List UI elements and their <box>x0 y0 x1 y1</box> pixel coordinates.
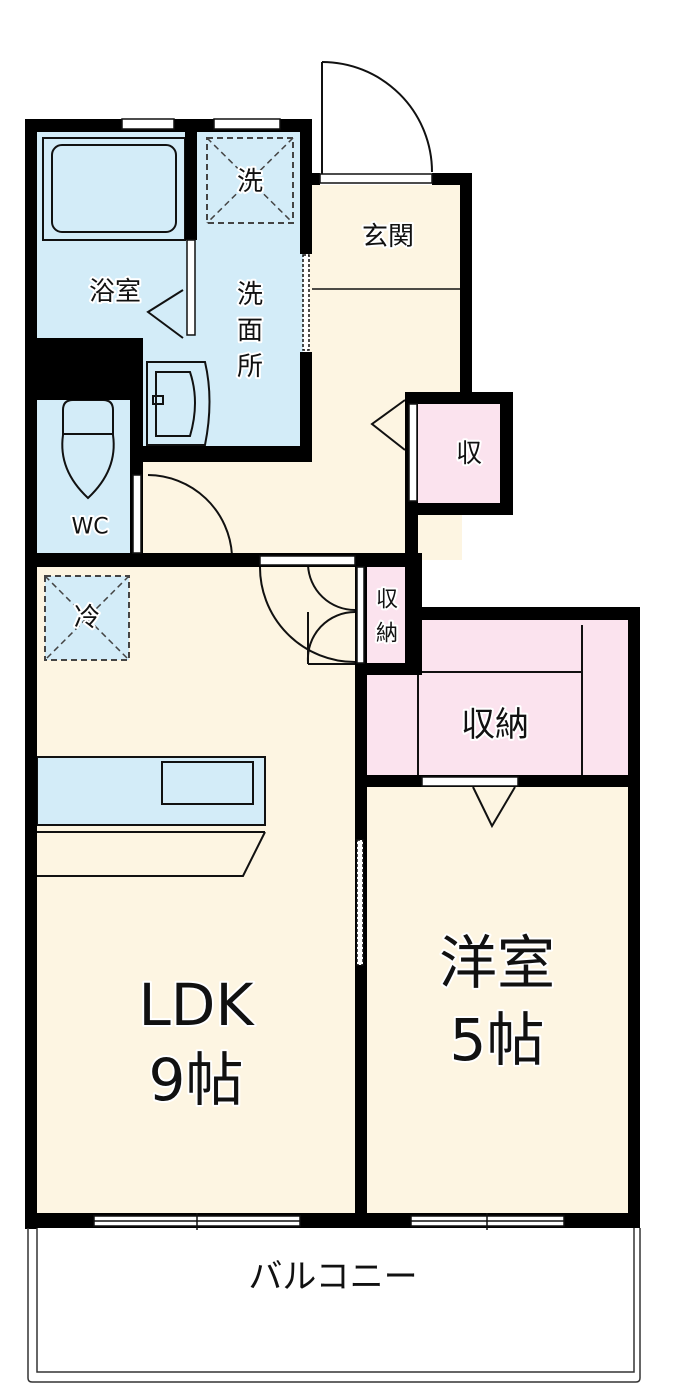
bath-door-icon <box>146 289 184 339</box>
hallway-floor <box>143 460 413 555</box>
label-entrance: 玄関 <box>362 222 414 252</box>
fridge-space <box>44 575 130 661</box>
fixtures <box>36 61 583 877</box>
label-bathroom: 浴室 <box>89 277 141 307</box>
window-wash <box>213 118 281 130</box>
toilet-floor <box>37 400 133 555</box>
label-closet-small-1: 収 <box>376 588 398 613</box>
bathtub-icon <box>42 137 186 241</box>
closet-small-door <box>356 566 365 664</box>
kitchen-counter-icon <box>36 756 266 826</box>
sliding-door-ldk <box>356 839 364 966</box>
western-room-floor <box>365 785 630 1217</box>
label-western-room-size: 5帖 <box>450 1006 545 1074</box>
closet-bedroom-floor <box>365 618 630 778</box>
window-bath <box>121 118 175 130</box>
label-toilet: WC <box>71 515 108 540</box>
sliding-door-wash <box>302 254 310 351</box>
label-balcony: バルコニー <box>248 1257 417 1297</box>
wash-door <box>186 239 196 336</box>
balcony <box>27 1228 641 1383</box>
label-washer: 洗 <box>237 167 263 197</box>
label-ldk-size: 9帖 <box>149 1046 244 1114</box>
ldk-door-frame <box>259 555 356 566</box>
entrance-door-frame <box>319 173 433 184</box>
closet-entrance-floor <box>418 404 502 504</box>
label-closet-bedroom: 収納 <box>461 705 529 745</box>
entrance-door-swing <box>321 61 433 173</box>
label-closet-small-2: 納 <box>376 622 398 647</box>
dash-crosses <box>44 137 294 661</box>
label-ldk: LDK <box>138 971 255 1039</box>
ldk-door-swing <box>258 564 356 663</box>
bedroom-door-frame <box>421 776 519 787</box>
openings <box>93 118 565 1230</box>
toilet-door <box>132 474 142 554</box>
sink-icon <box>146 361 211 446</box>
kitchen-sink-icon <box>161 761 254 805</box>
label-fridge: 冷 <box>74 603 100 633</box>
toilet-door-swing <box>147 474 233 556</box>
label-washroom-2: 面 <box>237 316 263 346</box>
bedroom-door-icon <box>472 786 516 829</box>
ldk-floor <box>37 565 357 1217</box>
label-western-room: 洋室 <box>439 929 555 997</box>
label-washroom-3: 所 <box>237 352 263 382</box>
toilet-icon <box>61 399 115 500</box>
floor-fills <box>37 132 630 1217</box>
label-closet-entrance: 収 <box>456 439 482 469</box>
closet-door <box>408 403 418 502</box>
label-washroom-1: 洗 <box>237 280 263 310</box>
closet-door-icon <box>370 399 406 451</box>
